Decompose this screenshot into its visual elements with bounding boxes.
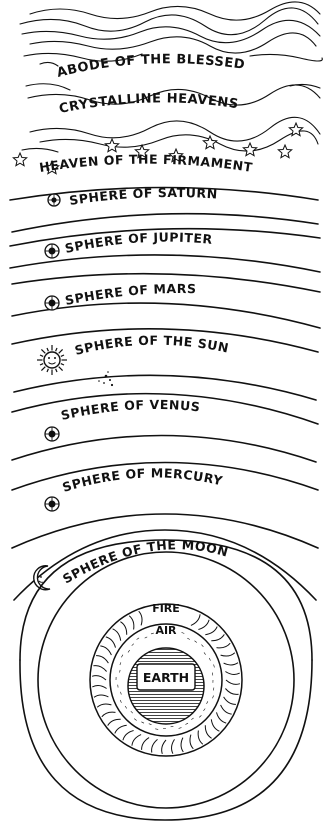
saturn-planet-icon (48, 194, 60, 206)
venus-planet-icon (45, 427, 59, 441)
saturn-label: SPHERE OF SATURN (68, 185, 218, 208)
abode-label-group: ABODE OF THE BLESSED (55, 52, 246, 81)
earth-label: EARTH (143, 670, 189, 685)
mercury-planet-icon (45, 497, 59, 511)
firmament-label-group: HEAVEN OF THE FIRMAMENT (38, 152, 254, 175)
air-label: AIR (155, 624, 177, 637)
star-icon (243, 143, 256, 156)
saturn-sphere: SPHERE OF SATURN (48, 185, 218, 208)
jupiter-label: SPHERE OF JUPITER (64, 230, 214, 256)
crystalline-label: CRYSTALLINE HEAVENS (58, 91, 240, 117)
firmament-label: HEAVEN OF THE FIRMAMENT (38, 152, 254, 175)
mars-sphere: SPHERE OF MARS (45, 281, 197, 310)
venus-sphere: SPHERE OF VENUS (45, 397, 201, 441)
star-icon (105, 139, 118, 152)
venus-label: SPHERE OF VENUS (59, 397, 201, 423)
comet-sparkle (98, 371, 113, 386)
abode-label: ABODE OF THE BLESSED (55, 52, 246, 81)
sun-face-icon (37, 345, 67, 375)
fire-label: FIRE (152, 602, 180, 615)
moon-sphere: SPHERE OF THE MOON (34, 537, 230, 590)
moon-label: SPHERE OF THE MOON (60, 537, 230, 586)
sun-label: SPHERE OF THE SUN (73, 333, 230, 358)
elemental-core: FIRE AIR EARTH (90, 602, 242, 756)
mars-planet-icon (45, 296, 59, 310)
star-icon (13, 153, 26, 166)
crystalline-label-group: CRYSTALLINE HEAVENS (58, 91, 240, 117)
star-icon (278, 145, 291, 158)
jupiter-planet-icon (45, 244, 59, 258)
jupiter-sphere: SPHERE OF JUPITER (45, 230, 213, 258)
